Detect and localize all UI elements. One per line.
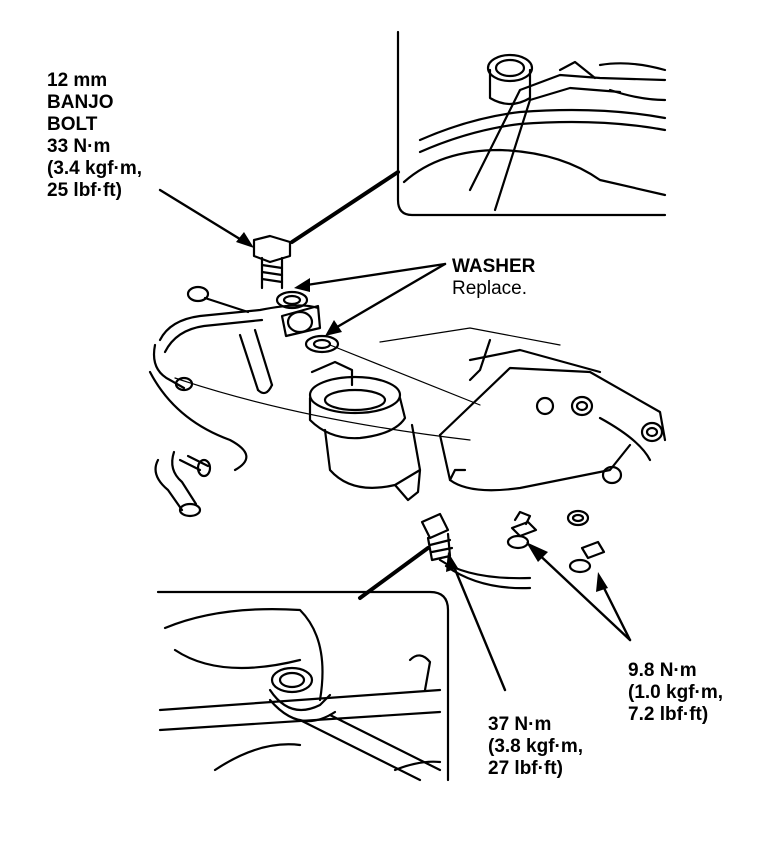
washer-upper <box>275 290 309 310</box>
mount-bolts-line-3: 7.2 lbf·ft) <box>628 704 709 725</box>
fitting-line-2: (3.8 kgf·m, <box>488 736 584 757</box>
banjo-bolt-line-1: 12 mm <box>47 70 108 91</box>
mount-bolts <box>506 509 606 574</box>
mount-bolts-line-2: (1.0 kgf·m, <box>628 682 724 703</box>
washer-note: Replace. <box>452 278 527 299</box>
detail-inset-bottom <box>156 590 450 782</box>
fitting-label: 37 N·m (3.8 kgf·m, 27 lbf·ft) <box>488 714 583 780</box>
banjo-bolt-line-5: (3.4 kgf·m, <box>47 158 143 179</box>
fuel-filter <box>308 360 422 502</box>
detail-inset-top <box>396 30 667 217</box>
fitting-line-1: 37 N·m <box>488 714 552 735</box>
fitting-line-3: 27 lbf·ft) <box>488 758 563 779</box>
leader-lines <box>158 188 632 692</box>
washer-lower <box>304 334 340 354</box>
fuel-line-left <box>148 285 322 518</box>
banjo-bolt <box>252 234 292 290</box>
washer-title: WASHER <box>452 256 536 277</box>
banjo-bolt-line-4: 33 N·m <box>47 136 111 157</box>
banjo-bolt-line-2: BANJO <box>47 92 114 113</box>
washer-label: WASHER Replace. <box>452 256 535 300</box>
mount-bolts-line-1: 9.8 N·m <box>628 660 697 681</box>
banjo-bolt-label: 12 mm BANJO BOLT 33 N·m (3.4 kgf·m, 25 l… <box>47 70 142 202</box>
banjo-bolt-line-6: 25 lbf·ft) <box>47 180 122 201</box>
outlet-fitting <box>420 512 532 590</box>
banjo-bolt-line-3: BOLT <box>47 114 98 135</box>
mount-bolts-label: 9.8 N·m (1.0 kgf·m, 7.2 lbf·ft) <box>628 660 723 726</box>
filter-bracket <box>438 338 667 492</box>
